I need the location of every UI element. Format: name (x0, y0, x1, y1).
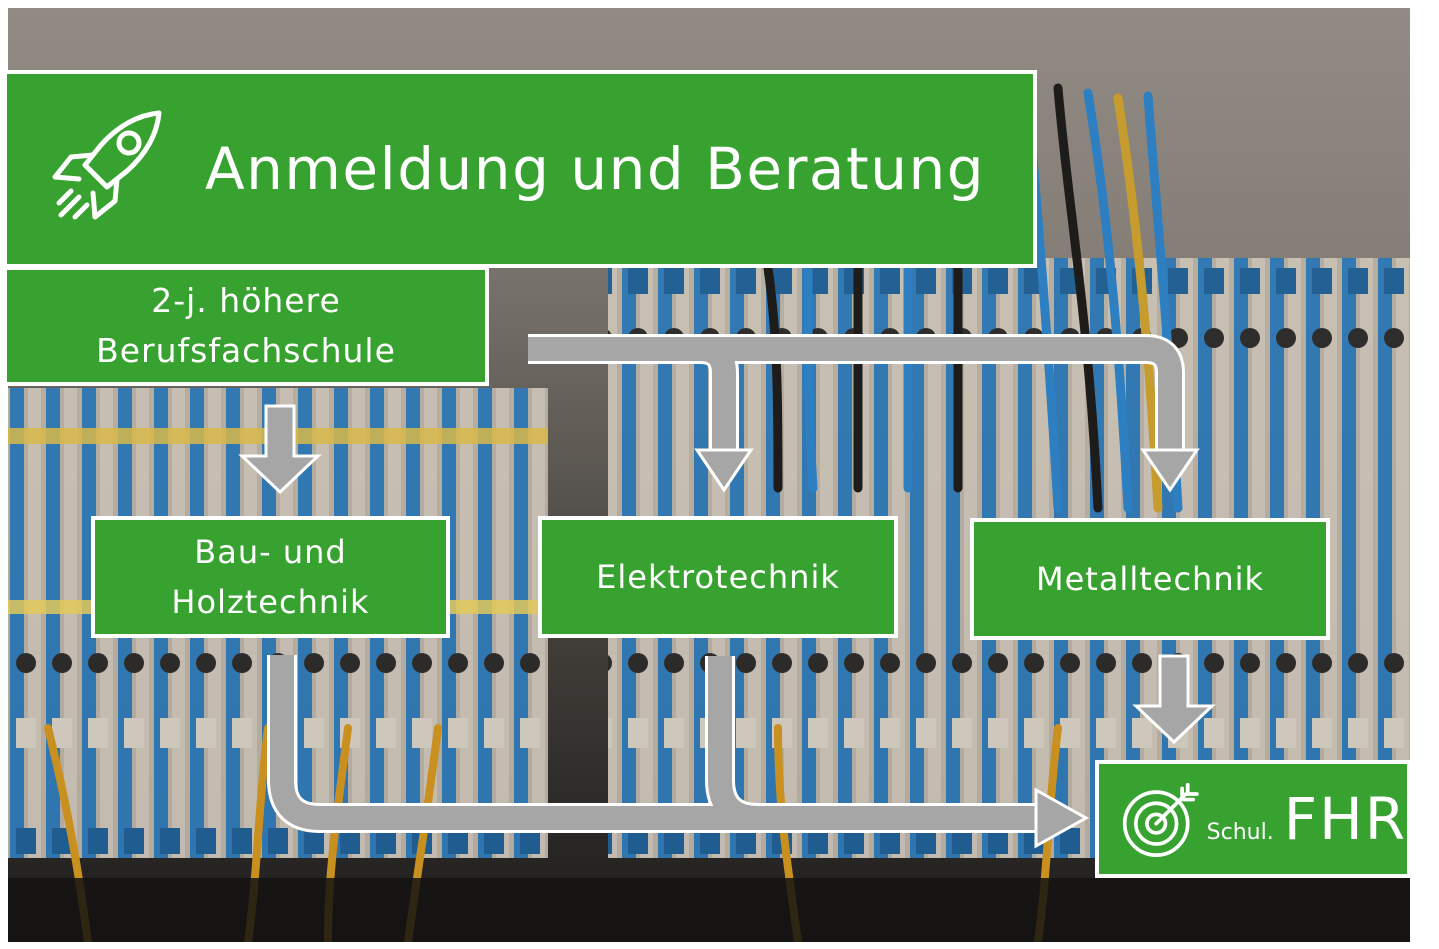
arrow-bau-to-fhr (270, 655, 1040, 830)
goal-label: FHR (1283, 785, 1407, 853)
rocket-icon (52, 110, 162, 220)
track-box-metall: Metalltechnik (970, 518, 1330, 640)
track-box-bau: Bau- und Holztechnik (91, 516, 450, 638)
arrow-school-to-bau (238, 404, 322, 495)
goal-box: Schul. FHR (1095, 760, 1411, 878)
track-box-elektro: Elektrotechnik (538, 516, 898, 638)
target-icon (1122, 782, 1199, 857)
goal-prefix: Schul. (1206, 819, 1274, 845)
arrow-metall-to-fhr (1132, 654, 1216, 745)
school-label-line2: Berufsfachschule (96, 331, 396, 370)
school-box: 2-j. höhere Berufsfachschule (3, 266, 489, 386)
track-label-bau-line1: Bau- und (194, 533, 347, 571)
arrow-school-to-elektro (528, 337, 736, 452)
track-label-bau-line2: Holztechnik (171, 583, 370, 621)
track-label-elektro: Elektrotechnik (596, 558, 840, 596)
school-label: 2-j. höhere Berufsfachschule (96, 276, 396, 376)
arrow-elektro-to-fhr (708, 656, 1040, 830)
track-label-bau: Bau- und Holztechnik (171, 527, 369, 627)
page-title: Anmeldung und Beratung (205, 135, 986, 203)
track-label-metall: Metalltechnik (1035, 560, 1265, 598)
school-label-line1: 2-j. höhere (151, 281, 341, 320)
arrow-school-to-metall (528, 337, 1182, 452)
header-box: Anmeldung und Beratung (3, 70, 1037, 268)
